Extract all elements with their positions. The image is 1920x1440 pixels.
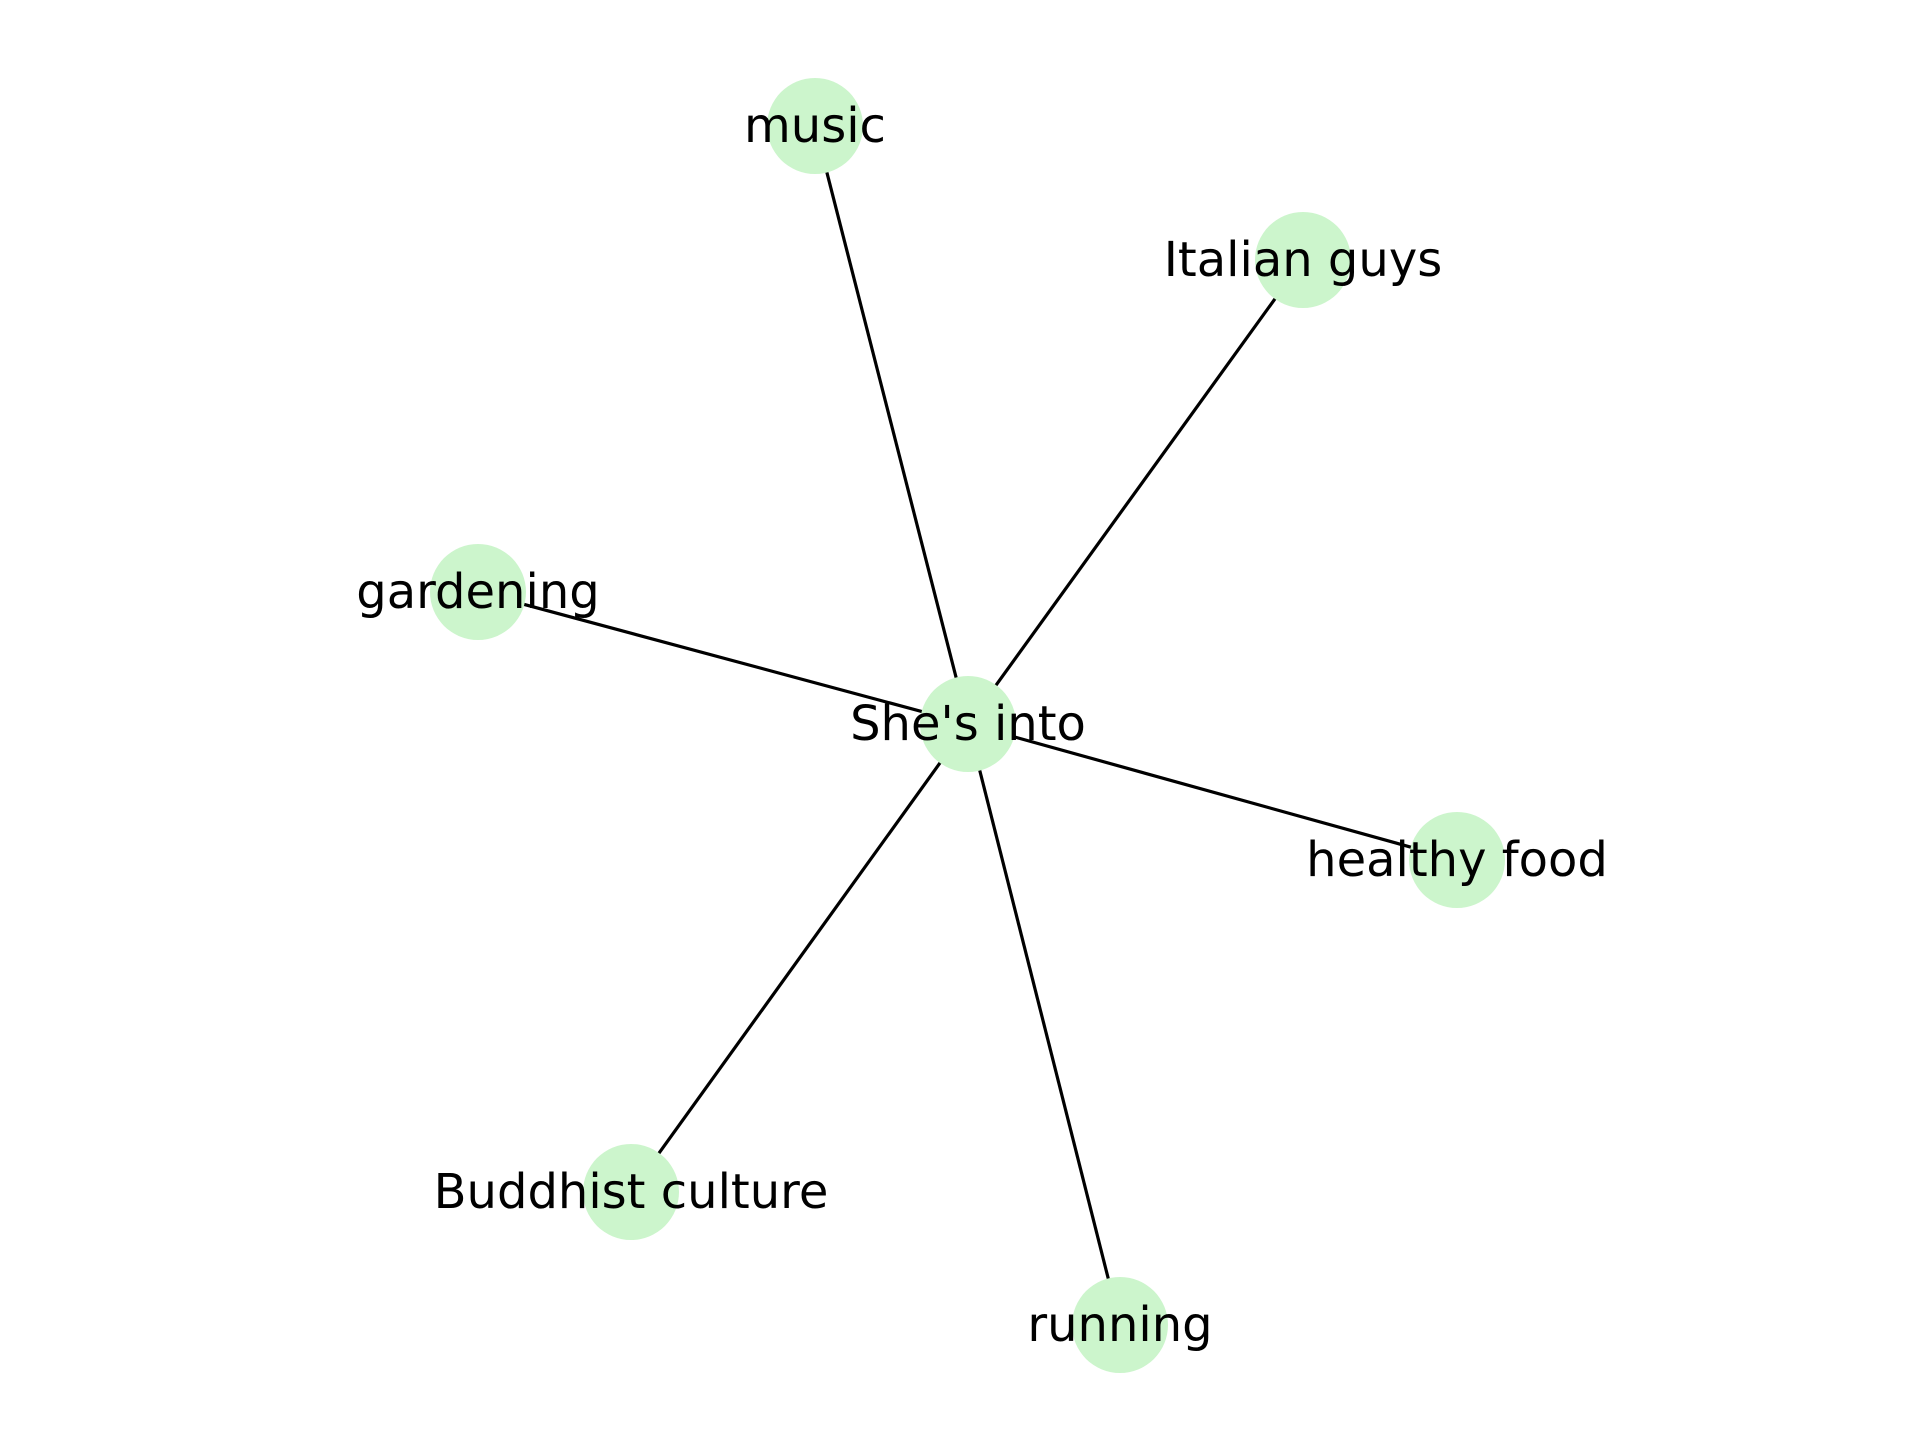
edge-center-gardening (477, 590, 969, 726)
node-label-italian-guys: Italian guys (1164, 232, 1442, 288)
node-music (767, 78, 863, 174)
edge-center-italian-guys (966, 259, 1305, 725)
edge-center-healthy-food (967, 722, 1458, 862)
node-label-healthy-food: healthy food (1306, 832, 1608, 888)
nodes-layer (430, 78, 1505, 1373)
node-running (1072, 1277, 1168, 1373)
node-buddhist-culture (583, 1144, 679, 1240)
node-healthy-food (1409, 812, 1505, 908)
node-center (920, 676, 1016, 772)
node-gardening (430, 544, 526, 640)
edge-center-running (966, 723, 1122, 1326)
node-label-running: running (1027, 1297, 1212, 1353)
node-label-center: She's into (850, 696, 1086, 752)
edge-center-music (813, 125, 970, 725)
edge-center-buddhist-culture (629, 723, 970, 1193)
node-label-gardening: gardening (356, 564, 599, 620)
node-italian-guys (1255, 212, 1351, 308)
edges-layer (477, 125, 1458, 1326)
node-label-music: music (744, 98, 886, 154)
node-label-buddhist-culture: Buddhist culture (434, 1164, 829, 1220)
